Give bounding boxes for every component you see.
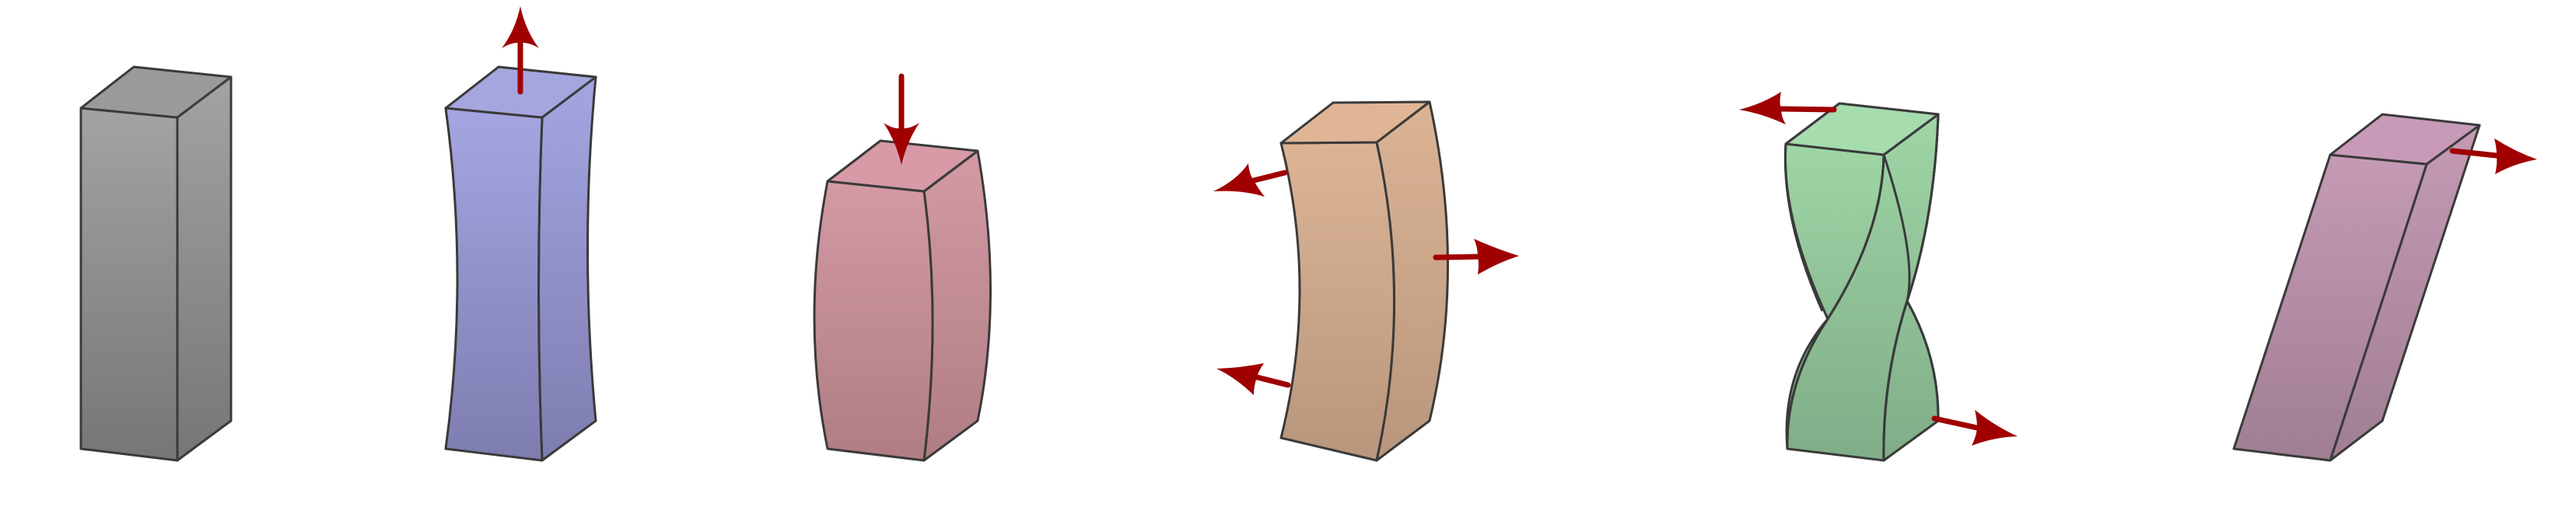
bending-arrow-right-middle [1433,239,1519,275]
shear-block [2232,113,2537,462]
torsion-arrow-left-top [1739,92,1837,124]
torsion-arrow-right-bottom [1931,410,2018,446]
shear-arrow-right-top [2449,138,2537,174]
compression-arrow-down [884,73,919,165]
undeformed-block [79,65,233,462]
bending-arrow-left-bottom [1216,363,1291,395]
bending-block [1213,100,1519,462]
bending-arrow-left-top [1213,163,1288,197]
compression-block [813,73,992,462]
torsion-block [1739,92,2018,462]
tension-arrow-up [502,6,539,95]
tension-block [444,6,597,462]
